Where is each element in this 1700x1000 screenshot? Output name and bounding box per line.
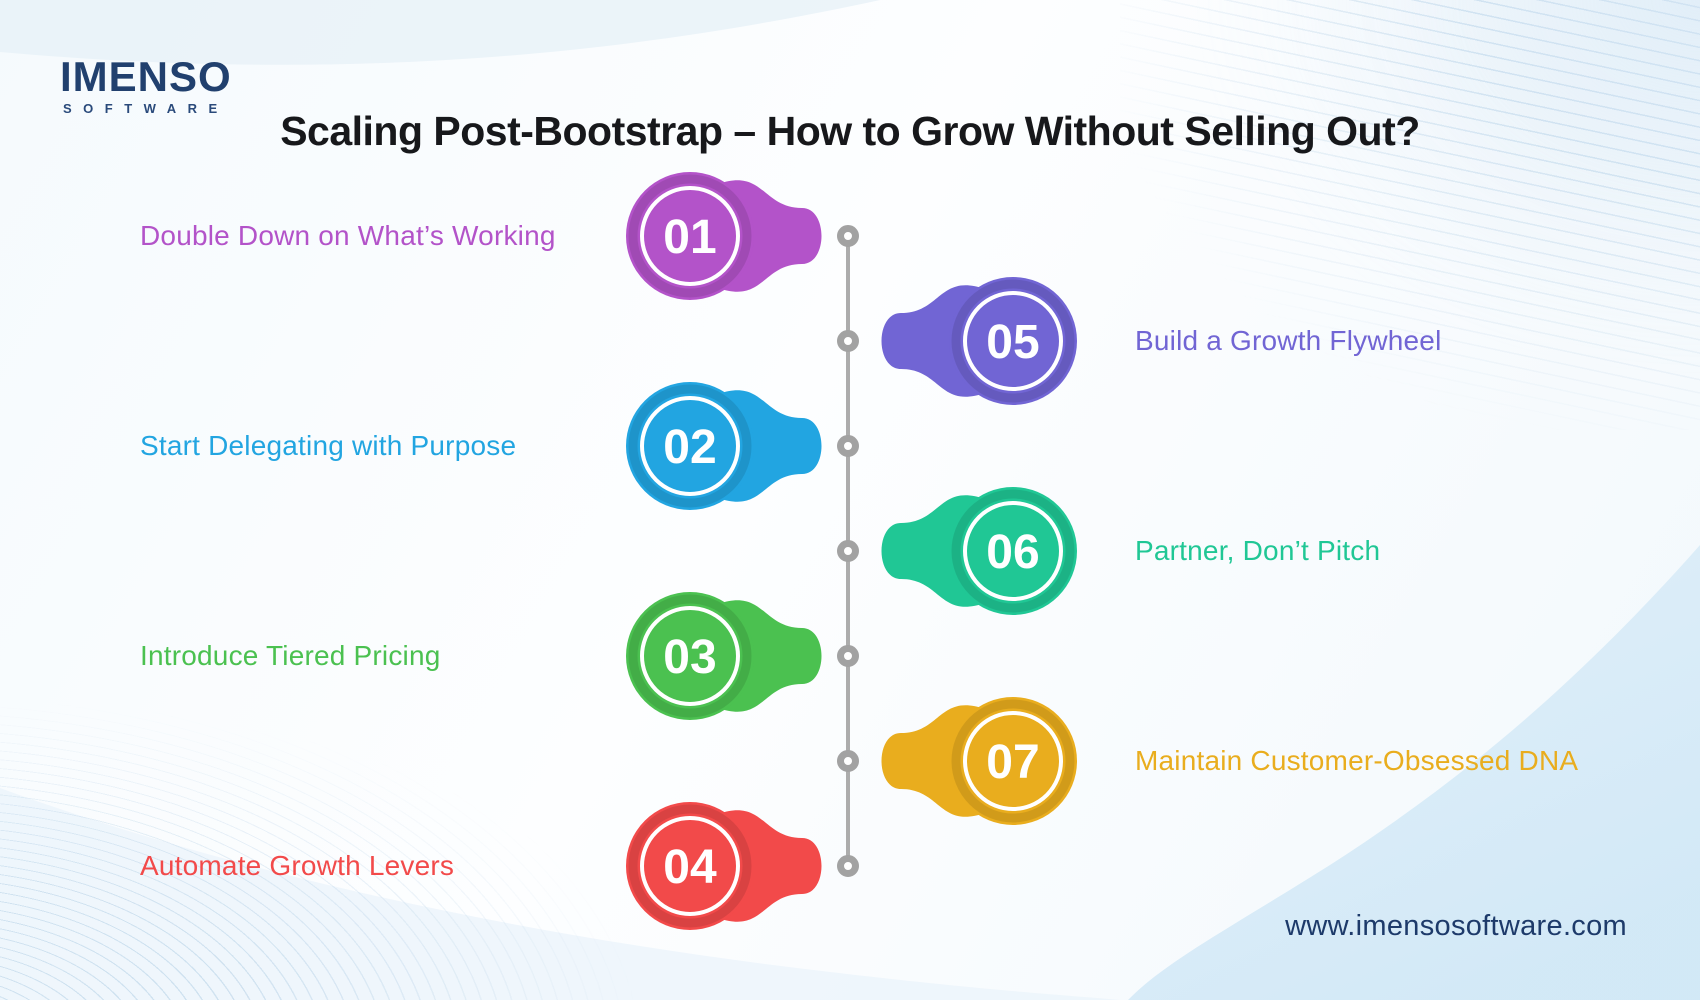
- step-marker-01: 01: [626, 172, 822, 300]
- page-title: Scaling Post-Bootstrap – How to Grow Wit…: [280, 108, 1420, 154]
- step-marker-05: 05: [881, 277, 1077, 405]
- step-marker-04: 04: [626, 802, 822, 930]
- step-label: Introduce Tiered Pricing: [140, 640, 441, 671]
- timeline-dot-2: [837, 330, 859, 352]
- timeline-dot-1: [837, 225, 859, 247]
- step-marker-02: 02: [626, 382, 822, 510]
- timeline-dot-4: [837, 540, 859, 562]
- logo-wordmark: IMENSO: [60, 53, 232, 100]
- step-number: 01: [663, 211, 716, 264]
- step-number: 07: [986, 736, 1039, 789]
- step-label: Double Down on What’s Working: [140, 220, 556, 251]
- top-right-contour-lines: [1120, 0, 1700, 430]
- timeline-dot-6: [837, 750, 859, 772]
- step-label: Build a Growth Flywheel: [1135, 325, 1442, 356]
- website-url: www.imensosoftware.com: [1285, 910, 1627, 942]
- step-number: 02: [663, 421, 716, 474]
- step-marker-07: 07: [881, 697, 1077, 825]
- step-label: Automate Growth Levers: [140, 850, 455, 881]
- step-label: Maintain Customer-Obsessed DNA: [1135, 745, 1579, 776]
- step-number: 05: [986, 316, 1039, 369]
- timeline-dot-7: [837, 855, 859, 877]
- step-label: Start Delegating with Purpose: [140, 430, 517, 461]
- step-marker-03: 03: [626, 592, 822, 720]
- imenso-logo: IMENSO SOFTWARE: [60, 53, 232, 116]
- step-number: 04: [663, 841, 717, 894]
- step-number: 03: [663, 631, 716, 684]
- timeline-dot-3: [837, 435, 859, 457]
- logo-tagline: SOFTWARE: [63, 101, 229, 116]
- timeline-dot-5: [837, 645, 859, 667]
- step-marker-06: 06: [881, 487, 1077, 615]
- step-label: Partner, Don’t Pitch: [1135, 535, 1381, 566]
- step-number: 06: [986, 526, 1039, 579]
